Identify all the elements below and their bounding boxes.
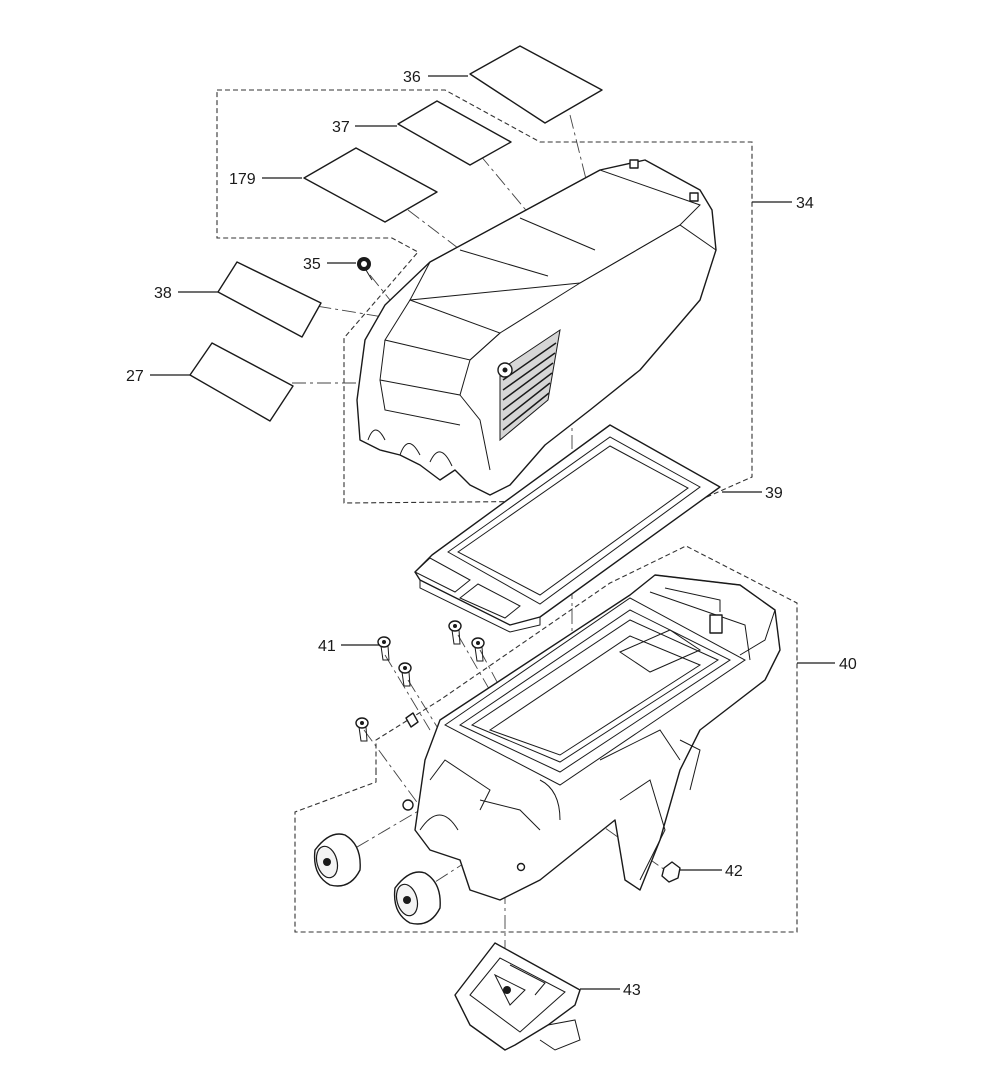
label-34: 34	[796, 195, 814, 212]
sticker-37	[397, 100, 512, 166]
screw-35	[357, 257, 373, 281]
label-43: 43	[623, 982, 641, 999]
group-boundary-40	[294, 545, 798, 933]
sticker-38	[217, 261, 322, 338]
part-labels: 36 37 179 35 38 27 34 39 41 40 42 43	[126, 69, 857, 999]
label-27: 27	[126, 368, 144, 385]
label-179: 179	[229, 171, 256, 188]
intake-grommets	[313, 833, 441, 925]
label-39: 39	[765, 485, 783, 502]
nut-42	[661, 861, 681, 883]
screen-43	[454, 942, 581, 1051]
air-filter-39	[414, 424, 721, 633]
sticker-27	[189, 342, 294, 422]
label-42: 42	[725, 863, 743, 880]
sticker-36	[469, 45, 603, 124]
group-boundary-34	[216, 89, 753, 504]
sticker-179	[303, 147, 438, 223]
filter-housing-40	[402, 574, 781, 901]
label-37: 37	[332, 119, 350, 136]
label-36: 36	[403, 69, 421, 86]
label-41: 41	[318, 638, 336, 655]
air-filter-cover-34	[356, 159, 717, 496]
label-40: 40	[839, 656, 857, 673]
leader-lines	[150, 75, 835, 990]
label-35: 35	[303, 256, 321, 273]
label-38: 38	[154, 285, 172, 302]
screws-41	[355, 620, 485, 742]
